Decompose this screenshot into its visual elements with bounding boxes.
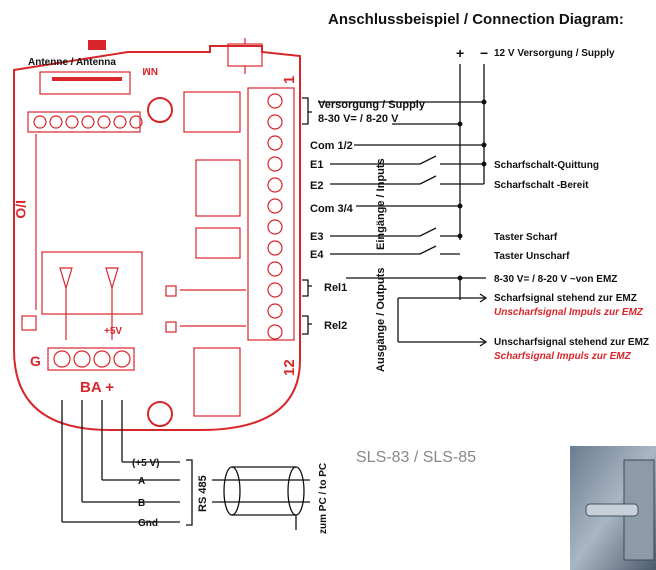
supply-minus: − xyxy=(480,45,488,61)
label-versorgung-range: 8-30 V= / 8-20 V xyxy=(318,113,399,125)
label-quittung: Scharfschalt-Quittung xyxy=(494,160,599,171)
label-taster-unscharf: Taster Unscharf xyxy=(494,251,570,262)
label-taster-scharf: Taster Scharf xyxy=(494,232,558,243)
io-label: I/O xyxy=(13,200,29,219)
driver-triangle-1 xyxy=(59,267,73,291)
label-emz-supply: 8-30 V= / 8-20 V ~von EMZ xyxy=(494,274,617,285)
bus-terminal-block xyxy=(47,347,135,371)
mount-hole-bottom xyxy=(147,401,173,427)
antenna-connector xyxy=(39,71,131,95)
diagram-title: Anschlussbeispiel / Connection Diagram: xyxy=(328,11,624,28)
mount-hole-top xyxy=(147,97,173,123)
label-inputs-group: Eingänge / Inputs xyxy=(375,158,387,250)
label-com12: Com 1/2 xyxy=(310,140,353,152)
bus-b: B xyxy=(138,498,145,509)
label-scharf-impuls: Scharfsignal Impuls zur EMZ xyxy=(494,351,632,362)
label-e1: E1 xyxy=(310,159,323,171)
antenna-label: Antenne / Antenna xyxy=(28,57,116,68)
bus-p5v: (+5 V) xyxy=(132,458,160,469)
driver-triangle-2 xyxy=(105,267,119,291)
g-label: G xyxy=(30,353,41,369)
output-wiring xyxy=(346,275,488,347)
relay-contacts xyxy=(165,285,246,333)
board-outline xyxy=(13,45,301,431)
input-wiring xyxy=(330,102,487,255)
terminal-num-12: 12 xyxy=(281,359,298,376)
label-com34: Com 3/4 xyxy=(310,203,354,215)
bus-wiring xyxy=(61,400,310,530)
label-bereit: Scharfschalt -Bereit xyxy=(494,180,589,191)
square-pad xyxy=(21,315,37,331)
label-scharf-stehend: Scharfsignal stehend zur EMZ xyxy=(494,293,637,304)
plus5v-label: +5V xyxy=(104,326,122,337)
top-component xyxy=(227,43,263,67)
door-handle-photo xyxy=(570,446,656,570)
label-e4: E4 xyxy=(310,249,324,261)
label-versorgung: Versorgung / Supply xyxy=(318,99,426,111)
label-e2: E2 xyxy=(310,180,323,192)
relay-chip xyxy=(193,347,241,417)
brace-rel1 xyxy=(302,279,312,297)
antenna-led xyxy=(88,40,106,50)
label-unscharf-stehend: Unscharfsignal stehend zur EMZ xyxy=(494,337,649,348)
pin-row xyxy=(27,111,143,133)
brace-supply xyxy=(302,97,312,125)
ba-plus-label: BA + xyxy=(80,379,114,396)
terminal-num-1: 1 xyxy=(281,76,298,84)
label-e3: E3 xyxy=(310,231,323,243)
optocoupler-inputs xyxy=(183,91,241,259)
label-outputs-group: Ausgänge / Outputs xyxy=(375,268,387,373)
bus-gnd: Gnd xyxy=(138,518,158,529)
model-label: SLS-83 / SLS-85 xyxy=(356,449,476,466)
label-rel1: Rel1 xyxy=(324,282,347,294)
label-unscharf-impuls: Unscharfsignal Impuls zur EMZ xyxy=(494,307,644,318)
rs485-driver xyxy=(41,251,143,315)
supply-label: 12 V Versorgung / Supply xyxy=(494,48,615,59)
antenna-pins xyxy=(52,77,122,81)
bus-a: A xyxy=(138,476,145,487)
bus-zum-pc: zum PC / to PC xyxy=(318,463,329,534)
brace-rel2 xyxy=(302,315,312,335)
main-terminal-strip xyxy=(247,87,295,341)
nm-label: NM xyxy=(142,65,158,76)
supply-plus: + xyxy=(456,45,464,61)
label-rel2: Rel2 xyxy=(324,320,347,332)
bus-rs485: RS 485 xyxy=(197,475,209,512)
